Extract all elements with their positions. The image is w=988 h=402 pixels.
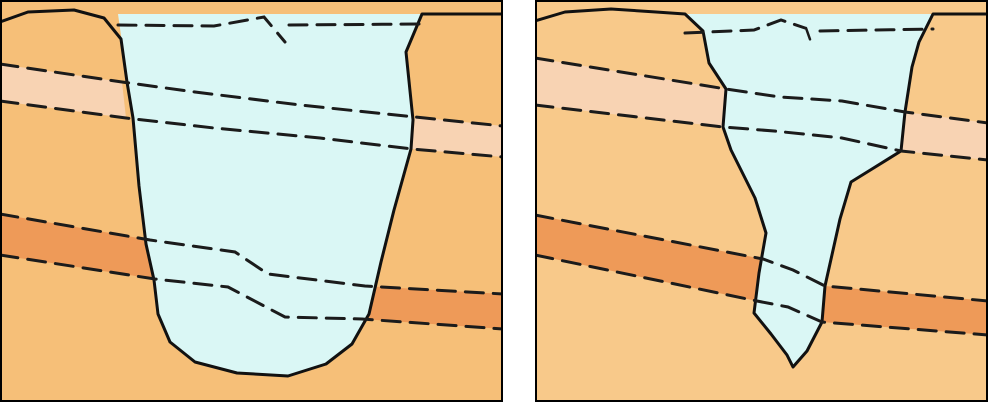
left-frame <box>0 0 503 402</box>
right-water-surface-line-right <box>818 27 935 33</box>
right-surface-notch-line <box>804 26 814 47</box>
left-canyon-outline <box>0 8 503 378</box>
left-panel <box>0 0 503 402</box>
left-upper-stratum-bottom <box>0 99 503 159</box>
right-lower-stratum-bottom <box>535 253 988 337</box>
left-lower-stratum-top <box>0 212 503 296</box>
right-panel <box>535 0 988 402</box>
left-lower-stratum-bottom <box>0 253 503 331</box>
right-frame <box>535 0 988 402</box>
left-lower-dark-band-right <box>362 286 503 329</box>
right-upper-stratum-top <box>535 56 988 125</box>
right-upper-light-band-left <box>535 58 726 127</box>
right-upper-light-band-right <box>901 112 988 160</box>
left-lower-dark-band-left <box>0 214 155 279</box>
left-upper-stratum-top <box>0 62 503 128</box>
right-water-surface-line <box>683 18 807 35</box>
right-upper-stratum-bottom <box>535 103 988 162</box>
right-water-body <box>685 14 933 367</box>
left-water-surface-line <box>116 15 287 44</box>
left-upper-light-band-right <box>412 117 503 157</box>
right-lower-stratum-top <box>535 213 988 303</box>
left-water-body <box>118 14 422 376</box>
right-canyon-outline <box>535 7 988 369</box>
left-water-surface-line-right <box>287 22 424 27</box>
right-lower-dark-band-left <box>535 215 763 301</box>
